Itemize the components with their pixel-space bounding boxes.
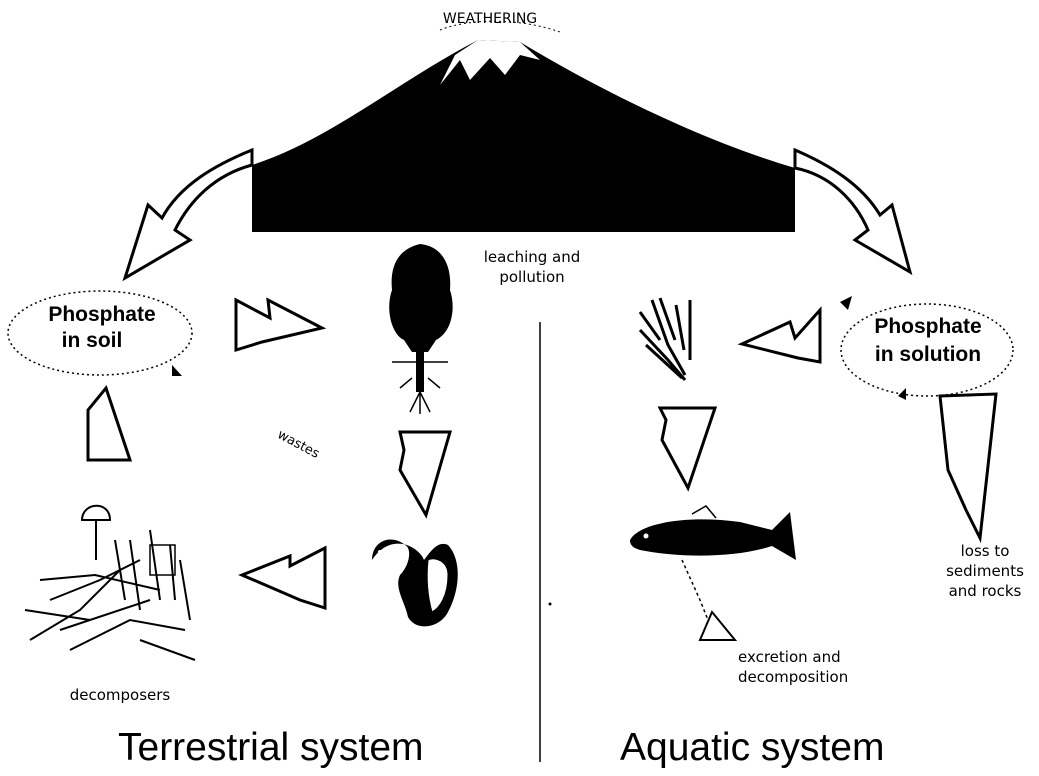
arrow-squirrel-to-decomposers (242, 548, 325, 608)
tree-icon (389, 244, 452, 414)
leaching-label-1: leaching and (462, 248, 602, 266)
arrow-soil-to-tree (236, 300, 322, 350)
soil-label-1: Phosphate (22, 302, 182, 327)
loss-label-1: loss to (930, 542, 1039, 560)
arrow-solution-to-plant (742, 310, 820, 362)
weathering-label: WEATHERING (440, 10, 540, 28)
arrow-mountain-to-soil (125, 150, 252, 278)
excretion-label-1: excretion and (738, 648, 888, 666)
solution-label-1: Phosphate (848, 314, 1008, 339)
arrow-plant-to-fish (660, 408, 715, 488)
loss-label-3: and rocks (930, 582, 1039, 600)
arrow-tree-to-squirrel (400, 432, 450, 515)
excretion-label-2: decomposition (738, 668, 898, 686)
soil-label-2: in soil (22, 328, 162, 353)
arrow-decomposers-to-soil (88, 388, 130, 460)
loss-label-2: sediments (930, 562, 1039, 580)
terrestrial-system-title: Terrestrial system (118, 726, 424, 770)
arrow-mountain-to-solution (795, 150, 910, 272)
leaching-label-2: pollution (462, 268, 602, 286)
solution-label-2: in solution (848, 342, 1008, 367)
mountain-icon (252, 21, 795, 232)
arrow-fish-to-excretion (682, 560, 735, 640)
aquatic-system-title: Aquatic system (620, 726, 884, 770)
squirrel-icon (372, 540, 458, 627)
decomposer-icon (25, 506, 195, 660)
arrow-solution-to-sediments (940, 394, 996, 538)
fish-icon (630, 506, 796, 560)
decomposers-label: decomposers (40, 686, 200, 704)
plant-icon (640, 298, 690, 380)
